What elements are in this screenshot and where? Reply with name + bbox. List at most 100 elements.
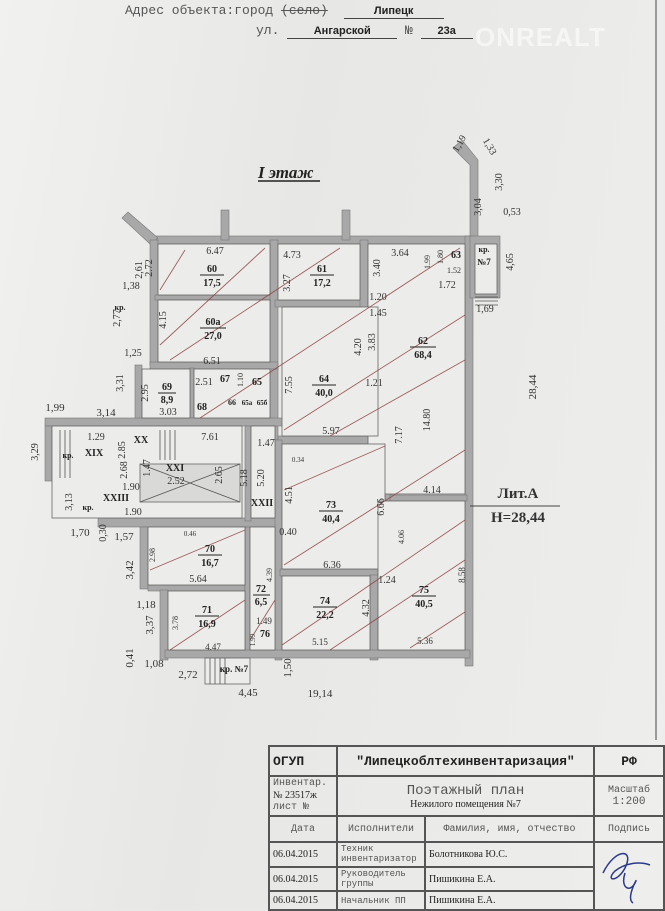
dimension-label: 6.47: [206, 246, 224, 257]
dimension-label: 1.99: [249, 633, 257, 646]
dimension-label: 2,72: [178, 669, 197, 681]
dimension-label: 2,77: [112, 309, 123, 327]
plan-mark: [159, 247, 266, 346]
room-label: 40,4: [322, 514, 340, 525]
room-label: 63: [451, 250, 461, 261]
dimension-label: 1,08: [144, 658, 164, 670]
dimension-label: 14.80: [422, 409, 433, 432]
room-label: 17,5: [203, 278, 221, 289]
room-label: 65: [252, 377, 262, 388]
row-name: Пишикина Е.А.: [424, 890, 595, 911]
dimension-label: 1.47: [142, 459, 153, 477]
row-date: 06.04.2015: [268, 865, 338, 893]
plan-mark: [277, 243, 361, 301]
dimension-label: 1.49: [256, 616, 272, 626]
dimension-label: 1,25: [124, 348, 142, 359]
room-label: кр.: [114, 303, 125, 312]
dimension-label: 3,31: [115, 374, 126, 392]
title-block: ОГУП "Липецкоблтехинвентаризация" РФ Инв…: [268, 745, 665, 911]
plan-mark: [204, 657, 251, 685]
room-label: 61: [317, 264, 327, 275]
room-label: 76: [260, 629, 270, 640]
plan-mark: [474, 243, 498, 295]
dimension-label: 3,42: [124, 560, 136, 579]
document-title-cell: Поэтажный план Нежилого помещения №7: [336, 775, 595, 817]
plan-mark: [274, 439, 283, 661]
room-label: кр.: [478, 245, 489, 254]
row-name: Болотникова Ю.С.: [424, 841, 595, 868]
address-line-2: ул. Ангарской № 23а: [256, 23, 473, 39]
plan-mark: [283, 445, 386, 491]
plan-mark: [452, 139, 479, 241]
plan-mark: [283, 449, 466, 566]
room-label: 73: [326, 500, 336, 511]
dimension-label: 28,44: [527, 374, 539, 399]
plan-mark: [139, 463, 241, 503]
plan-mark: [244, 526, 251, 653]
dimension-label: 1.21: [365, 378, 383, 389]
dimension-label: 1,99: [45, 402, 65, 414]
table-row: 06.04.2015 Руководитель группы Пишикина …: [268, 865, 664, 893]
inventory-cell: Инвентар. № 23517ж лист №: [268, 775, 338, 817]
room-label: XXI: [166, 463, 184, 474]
room-label: XX: [134, 435, 149, 446]
building-letter: Лит.А Н=28,44: [470, 486, 560, 526]
dimension-label: 1.90: [124, 507, 142, 518]
dimension-label: 4.51: [284, 486, 295, 504]
dimension-label: 1,69: [476, 304, 494, 315]
dimension-label: 5.15: [312, 637, 328, 647]
dimension-label: 0,30: [98, 524, 109, 542]
dimension-label: 2.51: [195, 377, 213, 388]
room-label: 69: [162, 382, 172, 393]
country: РФ: [593, 745, 665, 777]
room-label: 74: [320, 596, 330, 607]
dimension-label: 6.66: [376, 498, 387, 516]
dimension-label: 5.97: [322, 426, 340, 437]
room-label: 65а: [242, 399, 253, 407]
room-label: 68: [197, 402, 207, 413]
dimension-label: 7.17: [394, 426, 405, 444]
room-label: 17,2: [313, 278, 331, 289]
hatch-lines: [149, 247, 466, 651]
room-label: 64: [319, 374, 329, 385]
plan-mark: [329, 359, 466, 437]
room-label: 62: [418, 336, 428, 347]
plan-mark: [44, 417, 286, 427]
dimension-label: 5.20: [256, 469, 267, 487]
street-label: ул.: [256, 23, 280, 38]
dimension-label: 0,53: [503, 207, 521, 218]
sheet-label: лист №: [273, 802, 310, 813]
row-date: 06.04.2015: [268, 890, 338, 911]
dimension-label: 2.52: [167, 476, 185, 487]
dimension-label: 3,04: [473, 198, 484, 216]
dimension-labels: 6.47 2.72 2,61 4.73 3.27 3.64 3.40 1,19 …: [30, 133, 539, 700]
plan-mark: [249, 526, 276, 651]
room-label: 6,5: [255, 597, 268, 608]
dimension-label: 3.40: [372, 259, 383, 277]
plan-mark: [159, 249, 186, 291]
room-label: 68,4: [414, 350, 432, 361]
room-label: 16,9: [198, 619, 216, 630]
dimension-label: 6.51: [203, 356, 221, 367]
dimension-label: 3,13: [64, 493, 75, 511]
dimension-label: 7.55: [284, 376, 295, 394]
dimension-label: 1.90: [122, 482, 140, 493]
room-label: 66: [228, 398, 236, 407]
table-row: 06.04.2015 Техник инвентаризатор Болотни…: [268, 841, 665, 911]
plan-mark: [121, 211, 159, 245]
col-name: Фамилия, имя, отчество: [424, 815, 595, 843]
inventory-number: № 23517ж: [273, 790, 317, 801]
row-role: Руководитель группы: [336, 865, 426, 893]
plan-mark: [249, 599, 276, 641]
street-value: Ангарской: [313, 25, 371, 37]
room-label: XXII: [251, 498, 273, 509]
dimension-label: 4.39: [265, 568, 274, 582]
floor-plan: I этаж: [30, 133, 560, 700]
small-room-labels: 63 67 68 65 66 65а 65б 76 XIX XX XXI XXI…: [62, 245, 491, 674]
col-signature: Подпись: [593, 815, 665, 843]
row-date: 06.04.2015: [268, 841, 338, 868]
